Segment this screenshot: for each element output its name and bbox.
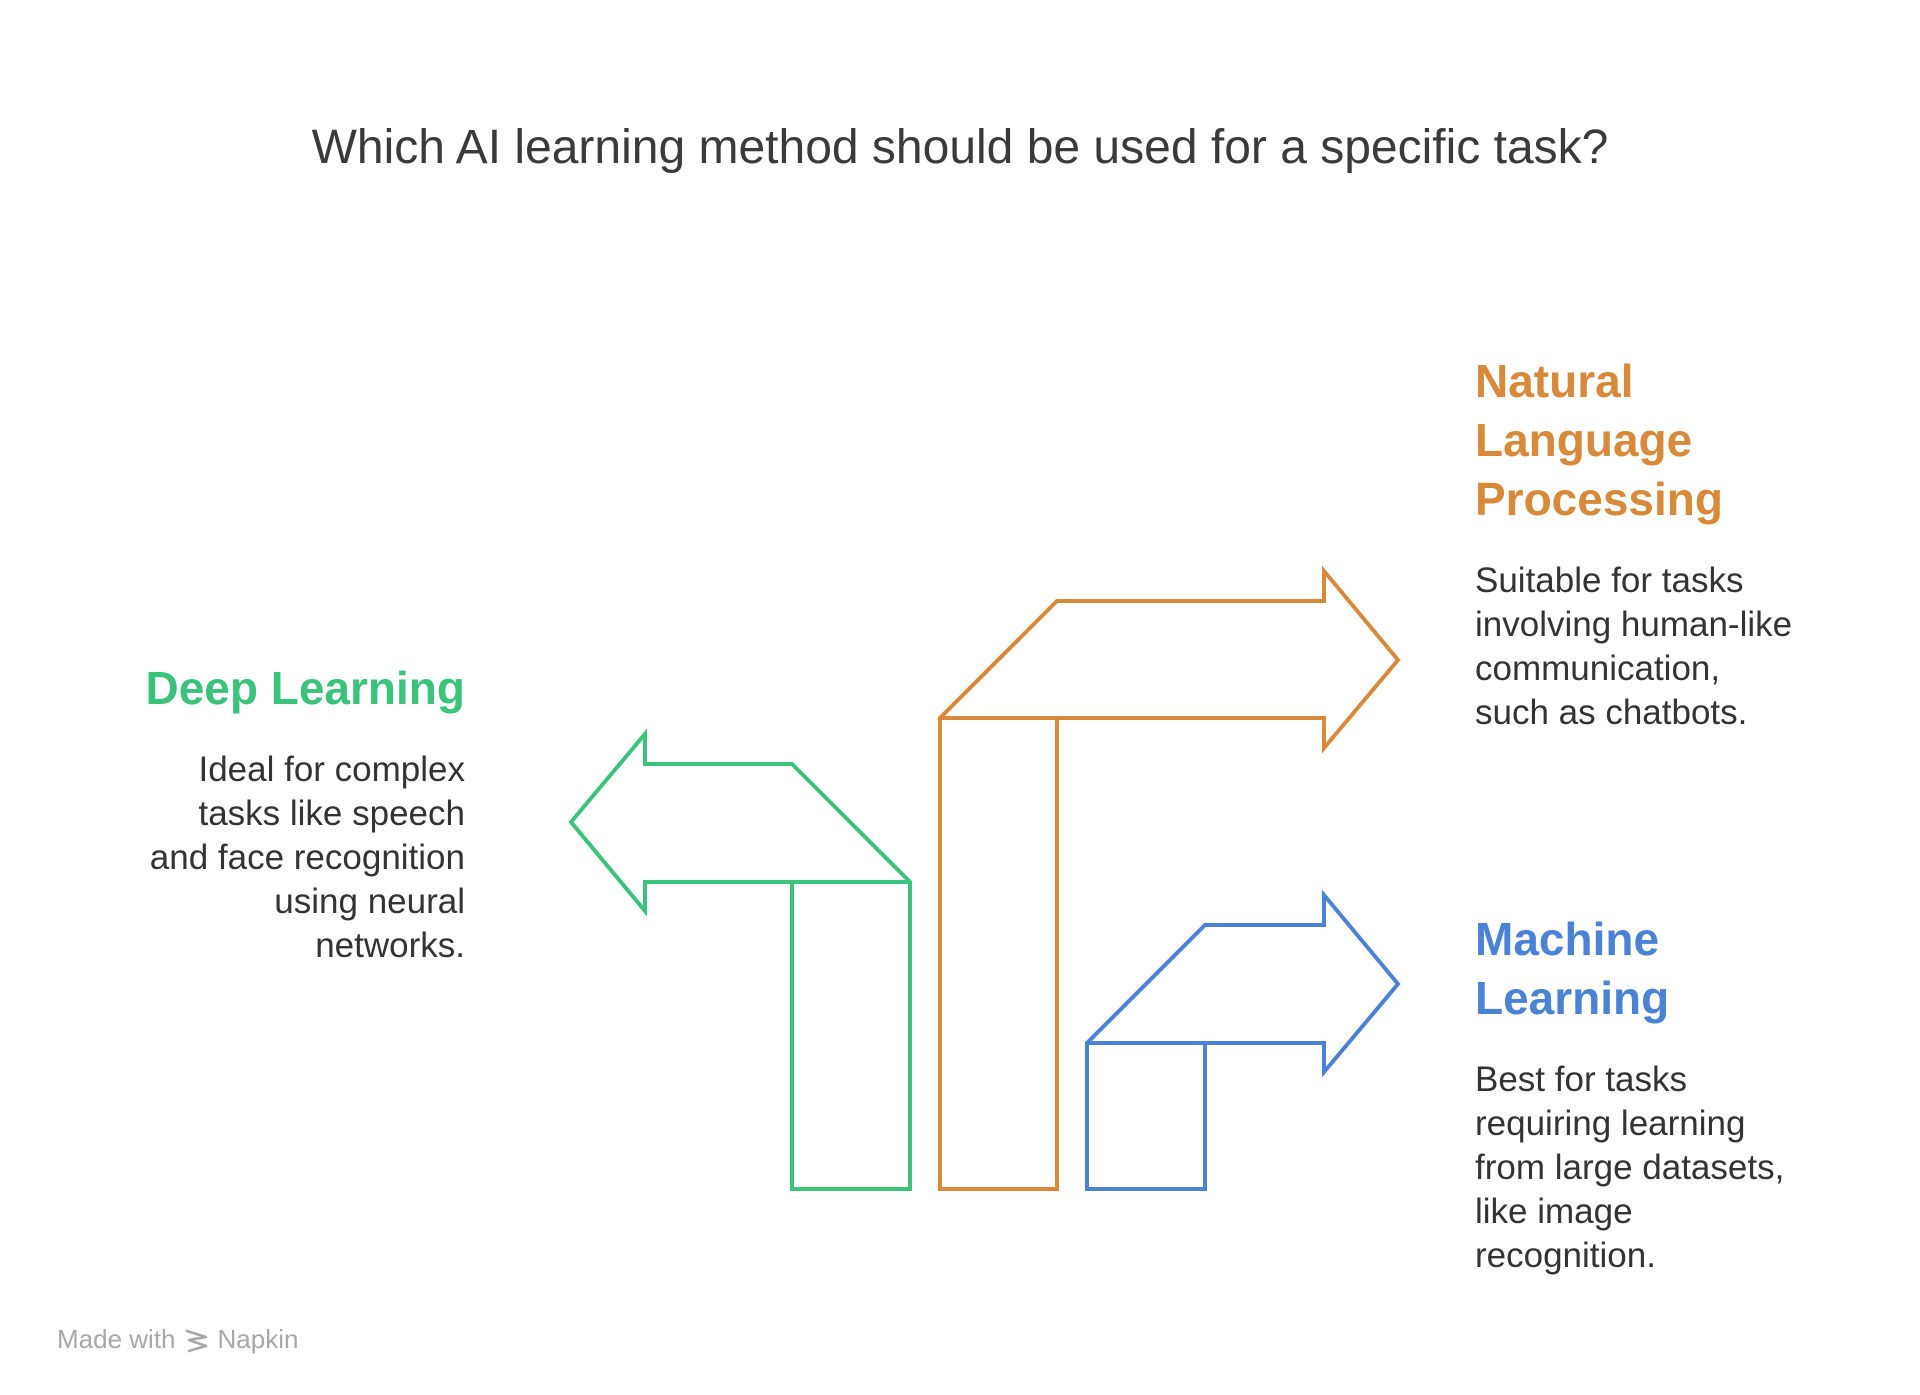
deep-learning-description: Ideal for complex tasks like speech and … xyxy=(145,748,465,968)
description-line: networks. xyxy=(315,926,465,965)
description-line: involving human-like xyxy=(1475,605,1793,644)
machine-learning-block: Machine Learning Best for tasks requirin… xyxy=(1475,910,1784,1278)
heading-line: Deep Learning xyxy=(145,662,465,714)
description-line: using neural xyxy=(274,882,465,921)
heading-line: Processing xyxy=(1475,473,1723,525)
nlp-arrow xyxy=(938,565,1401,1191)
description-line: and face recognition xyxy=(149,838,465,877)
heading-line: Learning xyxy=(1475,972,1670,1024)
nlp-heading: Natural Language Processing xyxy=(1475,352,1792,529)
napkin-brand-text: Napkin xyxy=(217,1324,299,1354)
deep-learning-heading: Deep Learning xyxy=(145,659,465,718)
deep-learning-block: Deep Learning Ideal for complex tasks li… xyxy=(145,659,465,968)
heading-line: Natural xyxy=(1475,355,1634,407)
description-line: such as chatbots. xyxy=(1475,693,1748,732)
heading-line: Language xyxy=(1475,414,1693,466)
description-line: recognition. xyxy=(1475,1236,1656,1275)
machine-learning-arrow xyxy=(1085,889,1401,1191)
napkin-logo-icon xyxy=(185,1329,207,1352)
description-line: requiring learning xyxy=(1475,1104,1746,1143)
nlp-description: Suitable for tasks involving human-like … xyxy=(1475,559,1792,735)
made-with-napkin-footer[interactable]: Made with Napkin xyxy=(57,1324,298,1355)
description-line: Suitable for tasks xyxy=(1475,561,1744,600)
description-line: communication, xyxy=(1475,649,1721,688)
machine-learning-description: Best for tasks requiring learning from l… xyxy=(1475,1058,1784,1278)
description-line: Best for tasks xyxy=(1475,1060,1688,1099)
made-with-text: Made with xyxy=(57,1324,176,1354)
deep-learning-arrow xyxy=(568,728,912,1191)
machine-learning-heading: Machine Learning xyxy=(1475,910,1784,1028)
page-title: Which AI learning method should be used … xyxy=(311,121,1609,174)
nlp-block: Natural Language Processing Suitable for… xyxy=(1475,352,1792,735)
heading-line: Machine xyxy=(1475,913,1660,965)
description-line: tasks like speech xyxy=(198,794,465,833)
description-line: Ideal for complex xyxy=(198,750,465,789)
description-line: like image xyxy=(1475,1192,1633,1231)
description-line: from large datasets, xyxy=(1475,1148,1785,1187)
